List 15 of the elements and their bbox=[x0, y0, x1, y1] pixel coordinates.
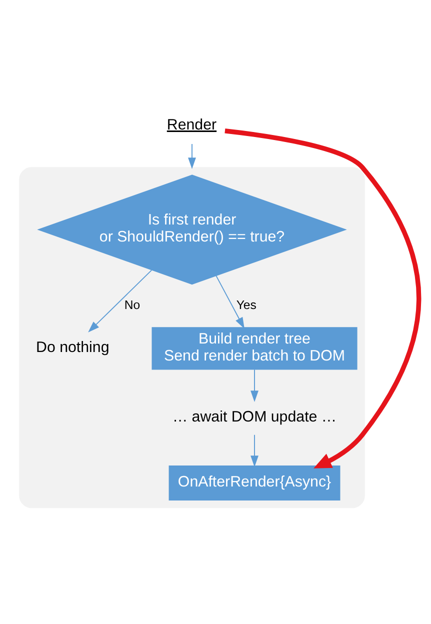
arrow bbox=[216, 274, 244, 328]
cluster bbox=[19, 166, 365, 508]
node-text: Do nothing bbox=[36, 338, 110, 356]
arrow bbox=[188, 143, 196, 168]
arrow bbox=[250, 368, 258, 402]
edge-label: No bbox=[124, 298, 140, 312]
arrow bbox=[224, 128, 422, 468]
arrow bbox=[88, 269, 152, 332]
node-box: Build render tree Send render batch to DOM bbox=[152, 326, 358, 370]
node-box: OnAfterRender{Async} bbox=[168, 464, 340, 500]
node-diamond: Is first render or ShouldRender() == true? bbox=[37, 174, 347, 284]
edge-label: Yes bbox=[236, 298, 256, 312]
arrow bbox=[250, 434, 258, 466]
node-text: Render bbox=[166, 116, 217, 133]
node-text: … await DOM update … bbox=[172, 408, 337, 425]
